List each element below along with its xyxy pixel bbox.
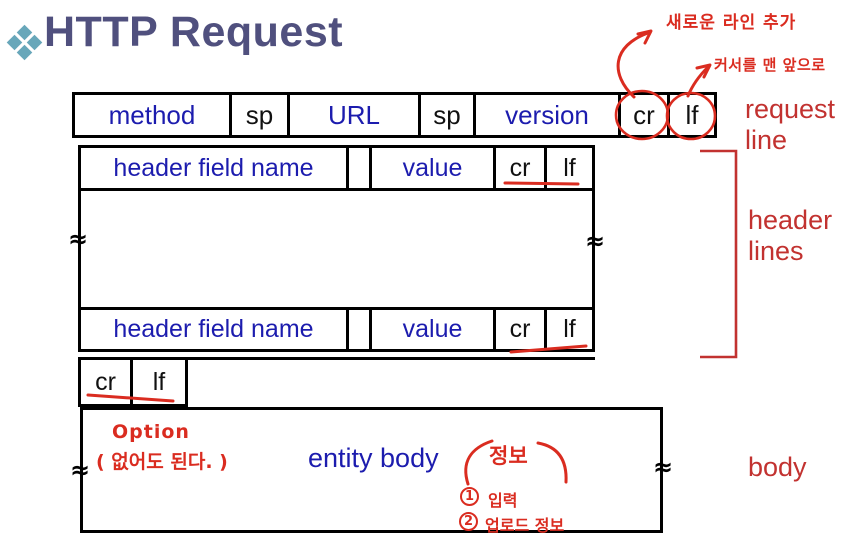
label-body: body <box>748 452 807 482</box>
cell-lf: lf <box>685 99 699 130</box>
request-line-row: method sp URL sp version cr lf <box>72 92 717 138</box>
annotation-option: Option <box>112 421 190 443</box>
cell-sp-2: sp <box>421 95 476 135</box>
cell-cr: cr <box>496 310 547 349</box>
blank-line-row: cr lf <box>78 357 595 407</box>
arrowhead-cursor-icon <box>695 63 712 79</box>
annotation-info: 정보 <box>489 444 528 468</box>
cell-separator <box>349 310 372 349</box>
tilde-body-left: ≈ <box>69 456 91 484</box>
cell-lf: lf <box>133 360 188 407</box>
cell-url: URL <box>290 95 421 135</box>
annotation-cursor-front: 커서를 맨 앞으로 <box>714 56 826 74</box>
cell-header-field-name: header field name <box>81 148 349 188</box>
header-lines-bracket-icon <box>700 149 738 359</box>
page-title: HTTP Request <box>44 8 344 56</box>
cell-method: method <box>75 95 232 135</box>
cell-separator <box>349 148 372 188</box>
cell-cr: cr <box>81 360 133 407</box>
tilde-left-mid: ≈ <box>67 225 89 253</box>
header-line-row-1: header field name value cr lf <box>78 145 595 191</box>
cell-empty <box>188 360 595 407</box>
entity-body-label: entity body <box>308 443 439 473</box>
annotation-option-note: ( 없어도 된다. ) <box>96 451 228 473</box>
cell-value: value <box>372 148 496 188</box>
tilde-right-mid: ≈ <box>584 227 606 255</box>
cell-value: value <box>372 310 496 349</box>
annotation-new-line: 새로운 라인 추가 <box>666 13 797 33</box>
annotation-item1: 입력 <box>488 491 518 510</box>
label-request-line: request line <box>745 94 836 155</box>
annotation-item1-number-icon: 1 <box>460 487 479 506</box>
cell-version: version <box>476 95 621 135</box>
cell-lf: lf <box>563 315 576 343</box>
annotation-item2-number-icon: 2 <box>459 512 478 531</box>
annotation-item2: 업로드 정보 <box>485 516 565 535</box>
cell-cr: cr <box>621 95 670 135</box>
cell-lf: lf <box>563 153 576 182</box>
tilde-body-right: ≈ <box>652 453 674 481</box>
cell-sp-1: sp <box>232 95 290 135</box>
label-header-lines: header lines <box>748 205 833 266</box>
cell-cr: cr <box>496 148 547 188</box>
diamond-bullet-icon <box>6 24 43 61</box>
arrow-to-new-line-note-icon <box>616 31 650 99</box>
header-line-row-2: header field name value cr lf <box>78 307 595 352</box>
arrowhead-new-line-icon <box>636 29 653 45</box>
cell-header-field-name: header field name <box>81 310 349 349</box>
header-lines-continuation-region <box>78 191 595 307</box>
